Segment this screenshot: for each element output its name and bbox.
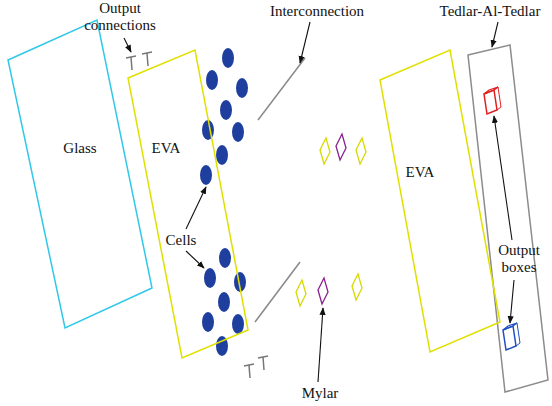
sheet-outline [128,50,248,358]
sheet-outline [8,20,152,328]
part-label: Interconnection [262,3,372,20]
eva-sheet: EVA [128,50,248,358]
glass-sheet: Glass [8,20,152,328]
backsheet [468,45,548,392]
sheet-outline [8,20,154,330]
output-connection [126,52,268,378]
sheet-outline [380,50,500,352]
part-label: Output connections [78,0,162,33]
sheet-name: EVA [152,140,181,157]
interconnection-ribbon [255,58,305,322]
output-box [503,323,520,350]
sheet-outline [380,50,502,354]
sheet-outline [128,50,250,360]
output-box [484,87,501,114]
part-label: Cells [163,232,199,249]
leader-arrow [124,22,514,382]
eva-sheet: EVA [380,50,500,352]
sheet-name: EVA [406,164,435,181]
part-label: Tedlar-Al-Tedlar [432,3,548,20]
part-label: Mylar [290,385,350,402]
mylar-piece [296,134,366,306]
sheet-name: Glass [63,140,96,157]
part-label: Output boxes [492,242,546,275]
